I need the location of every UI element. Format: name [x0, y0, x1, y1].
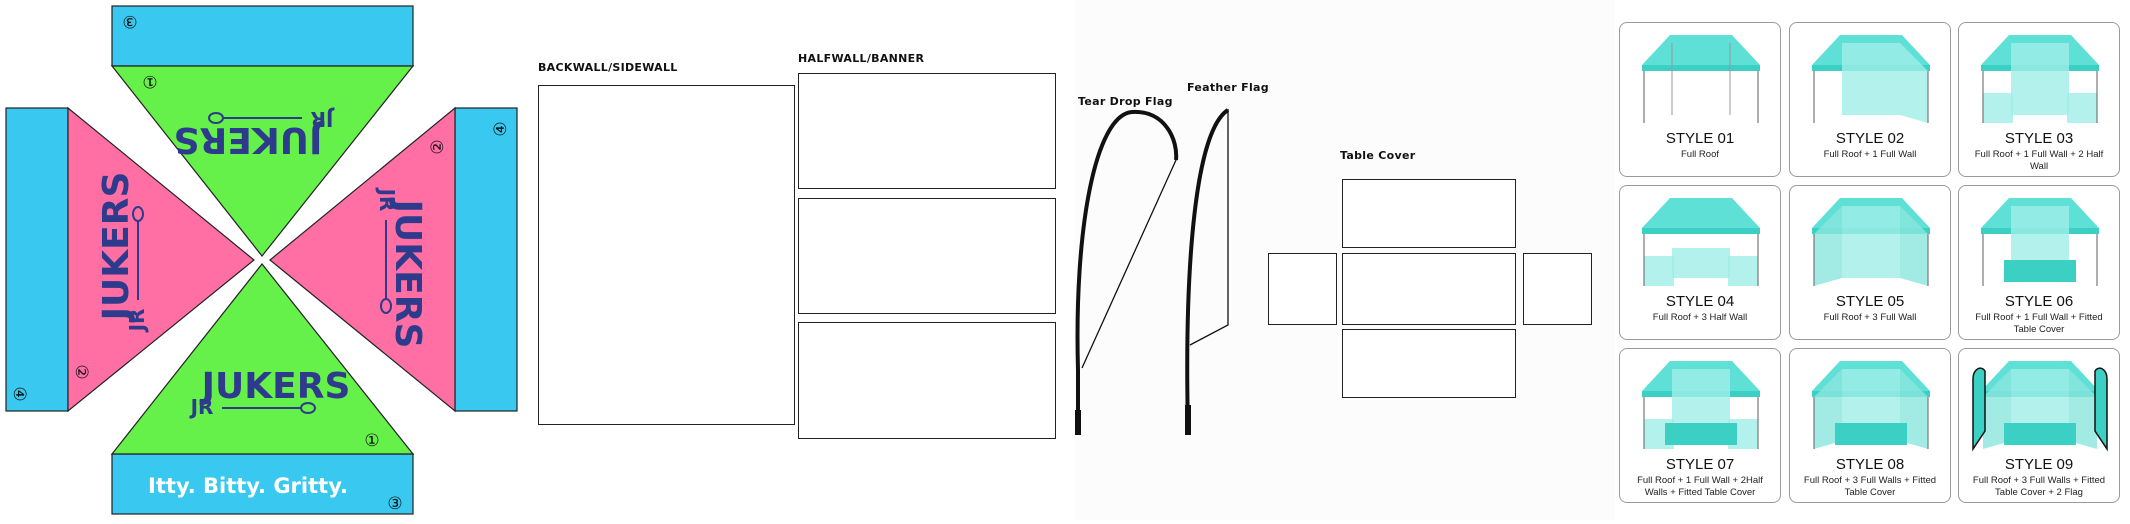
style-description: Full Roof + 1 Full Wall	[1823, 149, 1917, 160]
table-cover-front	[1342, 329, 1516, 398]
style-card-06[interactable]: STYLE 06 Full Roof + 1 Full Wall + Fitte…	[1958, 185, 2120, 340]
style-card-08[interactable]: STYLE 08 Full Roof + 3 Full Walls + Fitt…	[1789, 348, 1951, 503]
style-title: STYLE 03	[2004, 130, 2074, 147]
valance-right	[454, 107, 518, 412]
tent-icon	[1642, 361, 1760, 449]
tent-icon	[1972, 361, 2108, 452]
style-description: Full Roof + 1 Full Wall + 2 Half Wall	[1974, 149, 2104, 172]
svg-text:JUKERS: JUKERS	[387, 197, 428, 349]
style-description: Full Roof	[1680, 149, 1719, 160]
feather-flag-pole	[1185, 108, 1230, 431]
lacrosse-stick-icon	[222, 402, 316, 414]
roof-panel-bottom	[110, 263, 415, 455]
style-title: STYLE 06	[2004, 293, 2074, 310]
flag-icon	[2094, 367, 2108, 452]
flag-icon	[1972, 367, 1986, 452]
style-card-01[interactable]: STYLE 01 Full Roof	[1619, 22, 1781, 177]
tent-icon	[1812, 361, 1930, 449]
lacrosse-stick-icon	[380, 220, 392, 314]
style-title: STYLE 02	[1835, 130, 1905, 147]
tagline: Itty. Bitty. Gritty.	[148, 474, 348, 498]
style-title: STYLE 07	[1665, 456, 1735, 473]
halfwall-label: HALFWALL/BANNER	[798, 52, 925, 65]
feather-flag-outline	[1186, 108, 1229, 431]
style-description: Full Roof + 3 Full Walls + Fitted Table …	[1803, 475, 1937, 498]
tent-icon	[1812, 198, 1930, 286]
teardrop-flag-outline	[1076, 111, 1177, 371]
valance-left	[5, 107, 69, 412]
style-card-02[interactable]: STYLE 02 Full Roof + 1 Full Wall	[1789, 22, 1951, 177]
style-grid: STYLE 01 Full Roof STYLE 02 Full Roof + …	[1615, 0, 2130, 520]
marker-2-right: ②	[428, 139, 448, 154]
marker-1-top: ①	[142, 71, 157, 91]
svg-text:JUKERS: JUKERS	[96, 172, 137, 324]
tent-icon	[1812, 35, 1930, 123]
tent-icon	[1642, 198, 1760, 286]
teardrop-flag-pole	[1075, 109, 1179, 371]
halfwall-panel-2	[798, 198, 1056, 314]
svg-text:JR: JR	[375, 187, 399, 212]
lacrosse-stick-icon	[132, 206, 144, 300]
marker-1-bottom: ①	[364, 431, 379, 451]
valance-top	[111, 5, 414, 67]
table-cover-label: Table Cover	[1340, 149, 1416, 162]
svg-text:JUKERS: JUKERS	[174, 119, 326, 160]
halfwall-panel-1	[798, 73, 1056, 189]
canopy-drawing: JUKERS JR JUKERS JR JUKERS JR JUKERS	[5, 5, 518, 515]
backwall-panel	[538, 85, 795, 425]
backwall-label: BACKWALL/SIDEWALL	[538, 61, 678, 74]
style-title: STYLE 05	[1835, 293, 1905, 310]
logo-top-panel: JUKERS JR	[174, 107, 336, 160]
canopy-template: JUKERS JR JUKERS JR JUKERS JR JUKERS	[0, 0, 530, 520]
style-description: Full Roof + 1 Full Wall + 2Half Walls + …	[1637, 475, 1763, 498]
logo-left-panel: JUKERS JR	[96, 172, 149, 334]
table-cover-back	[1342, 179, 1516, 248]
valance-bottom	[111, 453, 414, 515]
svg-text:JR: JR	[125, 309, 149, 334]
tent-icon	[1981, 35, 2099, 123]
table-cover-side-right	[1523, 253, 1592, 325]
feather-flag-drawing	[1185, 108, 1230, 435]
tent-icon	[1981, 198, 2099, 286]
style-description: Full Roof + 3 Half Wall	[1652, 312, 1748, 323]
style-description: Full Roof + 1 Full Wall + Fitted Table C…	[1975, 312, 2103, 335]
teardrop-flag-drawing	[1075, 109, 1179, 435]
style-card-05[interactable]: STYLE 05 Full Roof + 3 Full Wall	[1789, 185, 1951, 340]
style-card-07[interactable]: STYLE 07 Full Roof + 1 Full Wall + 2Half…	[1619, 348, 1781, 503]
style-description: Full Roof + 3 Full Walls + Fitted Table …	[1972, 475, 2106, 498]
feather-flag-label: Feather Flag	[1187, 81, 1269, 94]
table-cover-side-left	[1268, 253, 1337, 325]
svg-text:JR: JR	[189, 395, 214, 419]
style-card-03[interactable]: STYLE 03 Full Roof + 1 Full Wall + 2 Hal…	[1958, 22, 2120, 177]
marker-3-top: ③	[122, 11, 137, 31]
marker-2-left: ②	[71, 364, 91, 379]
tent-icon	[1642, 35, 1760, 123]
table-cover-top	[1342, 253, 1516, 325]
style-title: STYLE 04	[1665, 293, 1735, 310]
style-title: STYLE 09	[2004, 456, 2074, 473]
style-card-09[interactable]: STYLE 09 Full Roof + 3 Full Walls + Fitt…	[1958, 348, 2120, 503]
style-description: Full Roof + 3 Full Wall	[1823, 312, 1917, 323]
marker-4-left: ④	[9, 386, 29, 401]
svg-text:JUKERS: JUKERS	[199, 366, 351, 407]
marker-3-bottom: ③	[387, 494, 402, 514]
svg-text:JR: JR	[311, 107, 336, 131]
roof-panel-left	[67, 106, 255, 413]
roof-panel-right	[269, 106, 456, 413]
teardrop-flag-label: Tear Drop Flag	[1078, 95, 1173, 108]
marker-4-right: ④	[491, 121, 511, 136]
lacrosse-stick-icon	[208, 112, 302, 124]
roof-panel-top	[110, 65, 415, 257]
style-title: STYLE 01	[1665, 130, 1735, 147]
halfwall-panel-3	[798, 322, 1056, 439]
style-card-04[interactable]: STYLE 04 Full Roof + 3 Half Wall	[1619, 185, 1781, 340]
logo-bottom-panel: JUKERS JR	[189, 366, 351, 419]
style-title: STYLE 08	[1835, 456, 1905, 473]
logo-right-panel: JUKERS JR	[375, 187, 428, 349]
